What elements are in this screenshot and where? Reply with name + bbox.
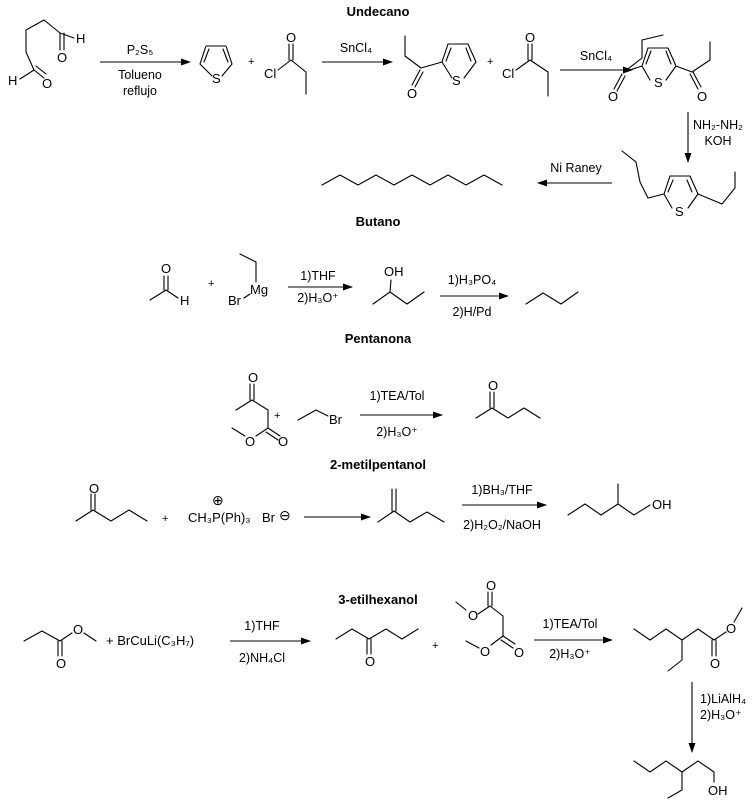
methyl-3-ethylhexanoate: O O xyxy=(633,607,743,672)
succinaldehyde: H O H O xyxy=(8,19,85,91)
plus-sign: + xyxy=(432,640,438,652)
atom-s: S xyxy=(212,71,221,86)
positive-charge-icon: ⊕ xyxy=(212,492,224,508)
alkylthiophene: S xyxy=(621,150,736,219)
atom-o: O xyxy=(286,30,296,45)
atom-o: O xyxy=(57,50,67,65)
butanoyl-chloride: Cl O xyxy=(264,30,307,95)
reagent-label: 2)H₂O₂/NaOH xyxy=(463,518,541,532)
methyl-acetoacetate: O O O xyxy=(231,370,288,449)
ethyl-bromide: Br xyxy=(297,409,343,427)
atom-o: O xyxy=(73,622,83,637)
title-pentanona: Pentanona xyxy=(345,331,412,346)
atom-o: O xyxy=(278,434,288,449)
atom-o: O xyxy=(514,645,524,660)
reagent-label: P₂S₅ xyxy=(127,43,154,57)
atom-cl: Cl xyxy=(264,66,276,81)
atom-o: O xyxy=(365,654,375,669)
reagent-label: SnCl₄ xyxy=(340,41,372,55)
atom-o: O xyxy=(89,481,99,496)
reagent-label: 1)THF xyxy=(244,619,280,633)
atom-o: O xyxy=(480,644,490,659)
plus-sign: + xyxy=(162,513,168,525)
atom-h: H xyxy=(76,31,85,46)
reagent-label: 2)H₃O⁺ xyxy=(549,647,591,661)
atom-o: O xyxy=(42,76,52,91)
3-ethylhexanol: OH xyxy=(633,760,728,799)
negative-charge-icon: ⊖ xyxy=(279,507,291,523)
atom-o: O xyxy=(407,86,417,101)
title-butano: Butano xyxy=(356,214,401,229)
plus-sign: + xyxy=(208,278,214,290)
atom-h: H xyxy=(8,73,17,88)
reagent-label: 1)LiAlH₄ xyxy=(700,692,746,706)
atom-s: S xyxy=(452,73,461,88)
atom-o: O xyxy=(488,378,498,393)
reagent-label: 1)THF xyxy=(300,269,336,283)
reagent-label: 2)H₃O⁺ xyxy=(297,291,339,305)
reagent-label: 2)H₃O⁺ xyxy=(700,708,742,722)
atom-o: O xyxy=(245,434,255,449)
pentan-2-one: O xyxy=(75,481,148,522)
title-2-metilpentanol: 2-metilpentanol xyxy=(330,457,426,472)
atom-h: H xyxy=(180,293,189,308)
atom-br: Br xyxy=(329,412,343,427)
atom-cl: Cl xyxy=(502,66,514,81)
title-undecano: Undecano xyxy=(347,4,410,19)
dimethyl-malonate: O O O O xyxy=(455,578,524,660)
atom-o: O xyxy=(710,656,720,671)
reagent-label: 1)BH₃/THF xyxy=(471,483,533,497)
acetaldehyde: O H xyxy=(149,261,189,308)
atom-mg: Mg xyxy=(250,282,268,297)
diacylthiophene: S O O xyxy=(608,34,711,104)
reagent-label: 2)H₃O⁺ xyxy=(376,425,418,439)
atom-s: S xyxy=(654,75,663,90)
atom-o: O xyxy=(56,656,66,671)
reagent-label: 1)TEA/Tol xyxy=(370,389,425,403)
atom-o: O xyxy=(161,261,171,276)
wittig-reagent: CH₃P(Ph)₃ xyxy=(188,510,251,525)
methyl-propanoate: O O xyxy=(23,622,97,671)
methylpentene xyxy=(377,510,445,523)
atom-o: O xyxy=(468,608,478,623)
condition-label: Tolueno xyxy=(118,68,162,82)
cuprate-reagent: + BrCuLi(C₃H₇) xyxy=(106,633,194,648)
atom-oh: OH xyxy=(708,783,728,798)
butane xyxy=(525,291,579,305)
thiophene: S xyxy=(199,45,233,86)
2-methylpentanol: OH xyxy=(567,483,672,516)
atom-o: O xyxy=(486,578,496,593)
atom-o: O xyxy=(525,30,535,45)
reagent-label: 1)TEA/Tol xyxy=(543,617,598,631)
condition-label: reflujo xyxy=(123,84,157,98)
atom-o: O xyxy=(608,89,618,104)
propanoyl-chloride: Cl O xyxy=(502,30,549,97)
atom-o: O xyxy=(697,89,707,104)
atom-s: S xyxy=(675,204,684,219)
reagent-label: SnCl₄ xyxy=(580,49,612,63)
title-3-etilhexanol: 3-etilhexanol xyxy=(338,592,417,607)
reagent-label: NH₂-NH₂ xyxy=(693,118,743,132)
hexan-3-one: O xyxy=(335,628,419,669)
reagent-label: 2)H/Pd xyxy=(453,305,492,319)
plus-sign: + xyxy=(274,410,280,422)
undecane xyxy=(321,174,503,186)
atom-o: O xyxy=(248,370,258,385)
reagent-label: 1)H₃PO₄ xyxy=(448,273,496,287)
atom-o: O xyxy=(726,621,736,636)
atom-br: Br xyxy=(262,510,276,525)
ethylmagnesium-bromide: Mg Br xyxy=(228,253,268,308)
reagent-label: 2)NH₄Cl xyxy=(239,651,285,665)
pentan-2-one: O xyxy=(475,378,541,419)
atom-oh: OH xyxy=(652,497,672,512)
atom-oh: OH xyxy=(384,264,404,279)
reagent-label: Ni Raney xyxy=(550,161,602,175)
reagent-label: KOH xyxy=(704,134,731,148)
plus-sign: + xyxy=(487,56,493,68)
propanoylthiophene: S O xyxy=(404,35,477,101)
butan-2-ol: OH xyxy=(372,264,425,305)
atom-br: Br xyxy=(228,293,242,308)
plus-sign: + xyxy=(248,56,254,68)
